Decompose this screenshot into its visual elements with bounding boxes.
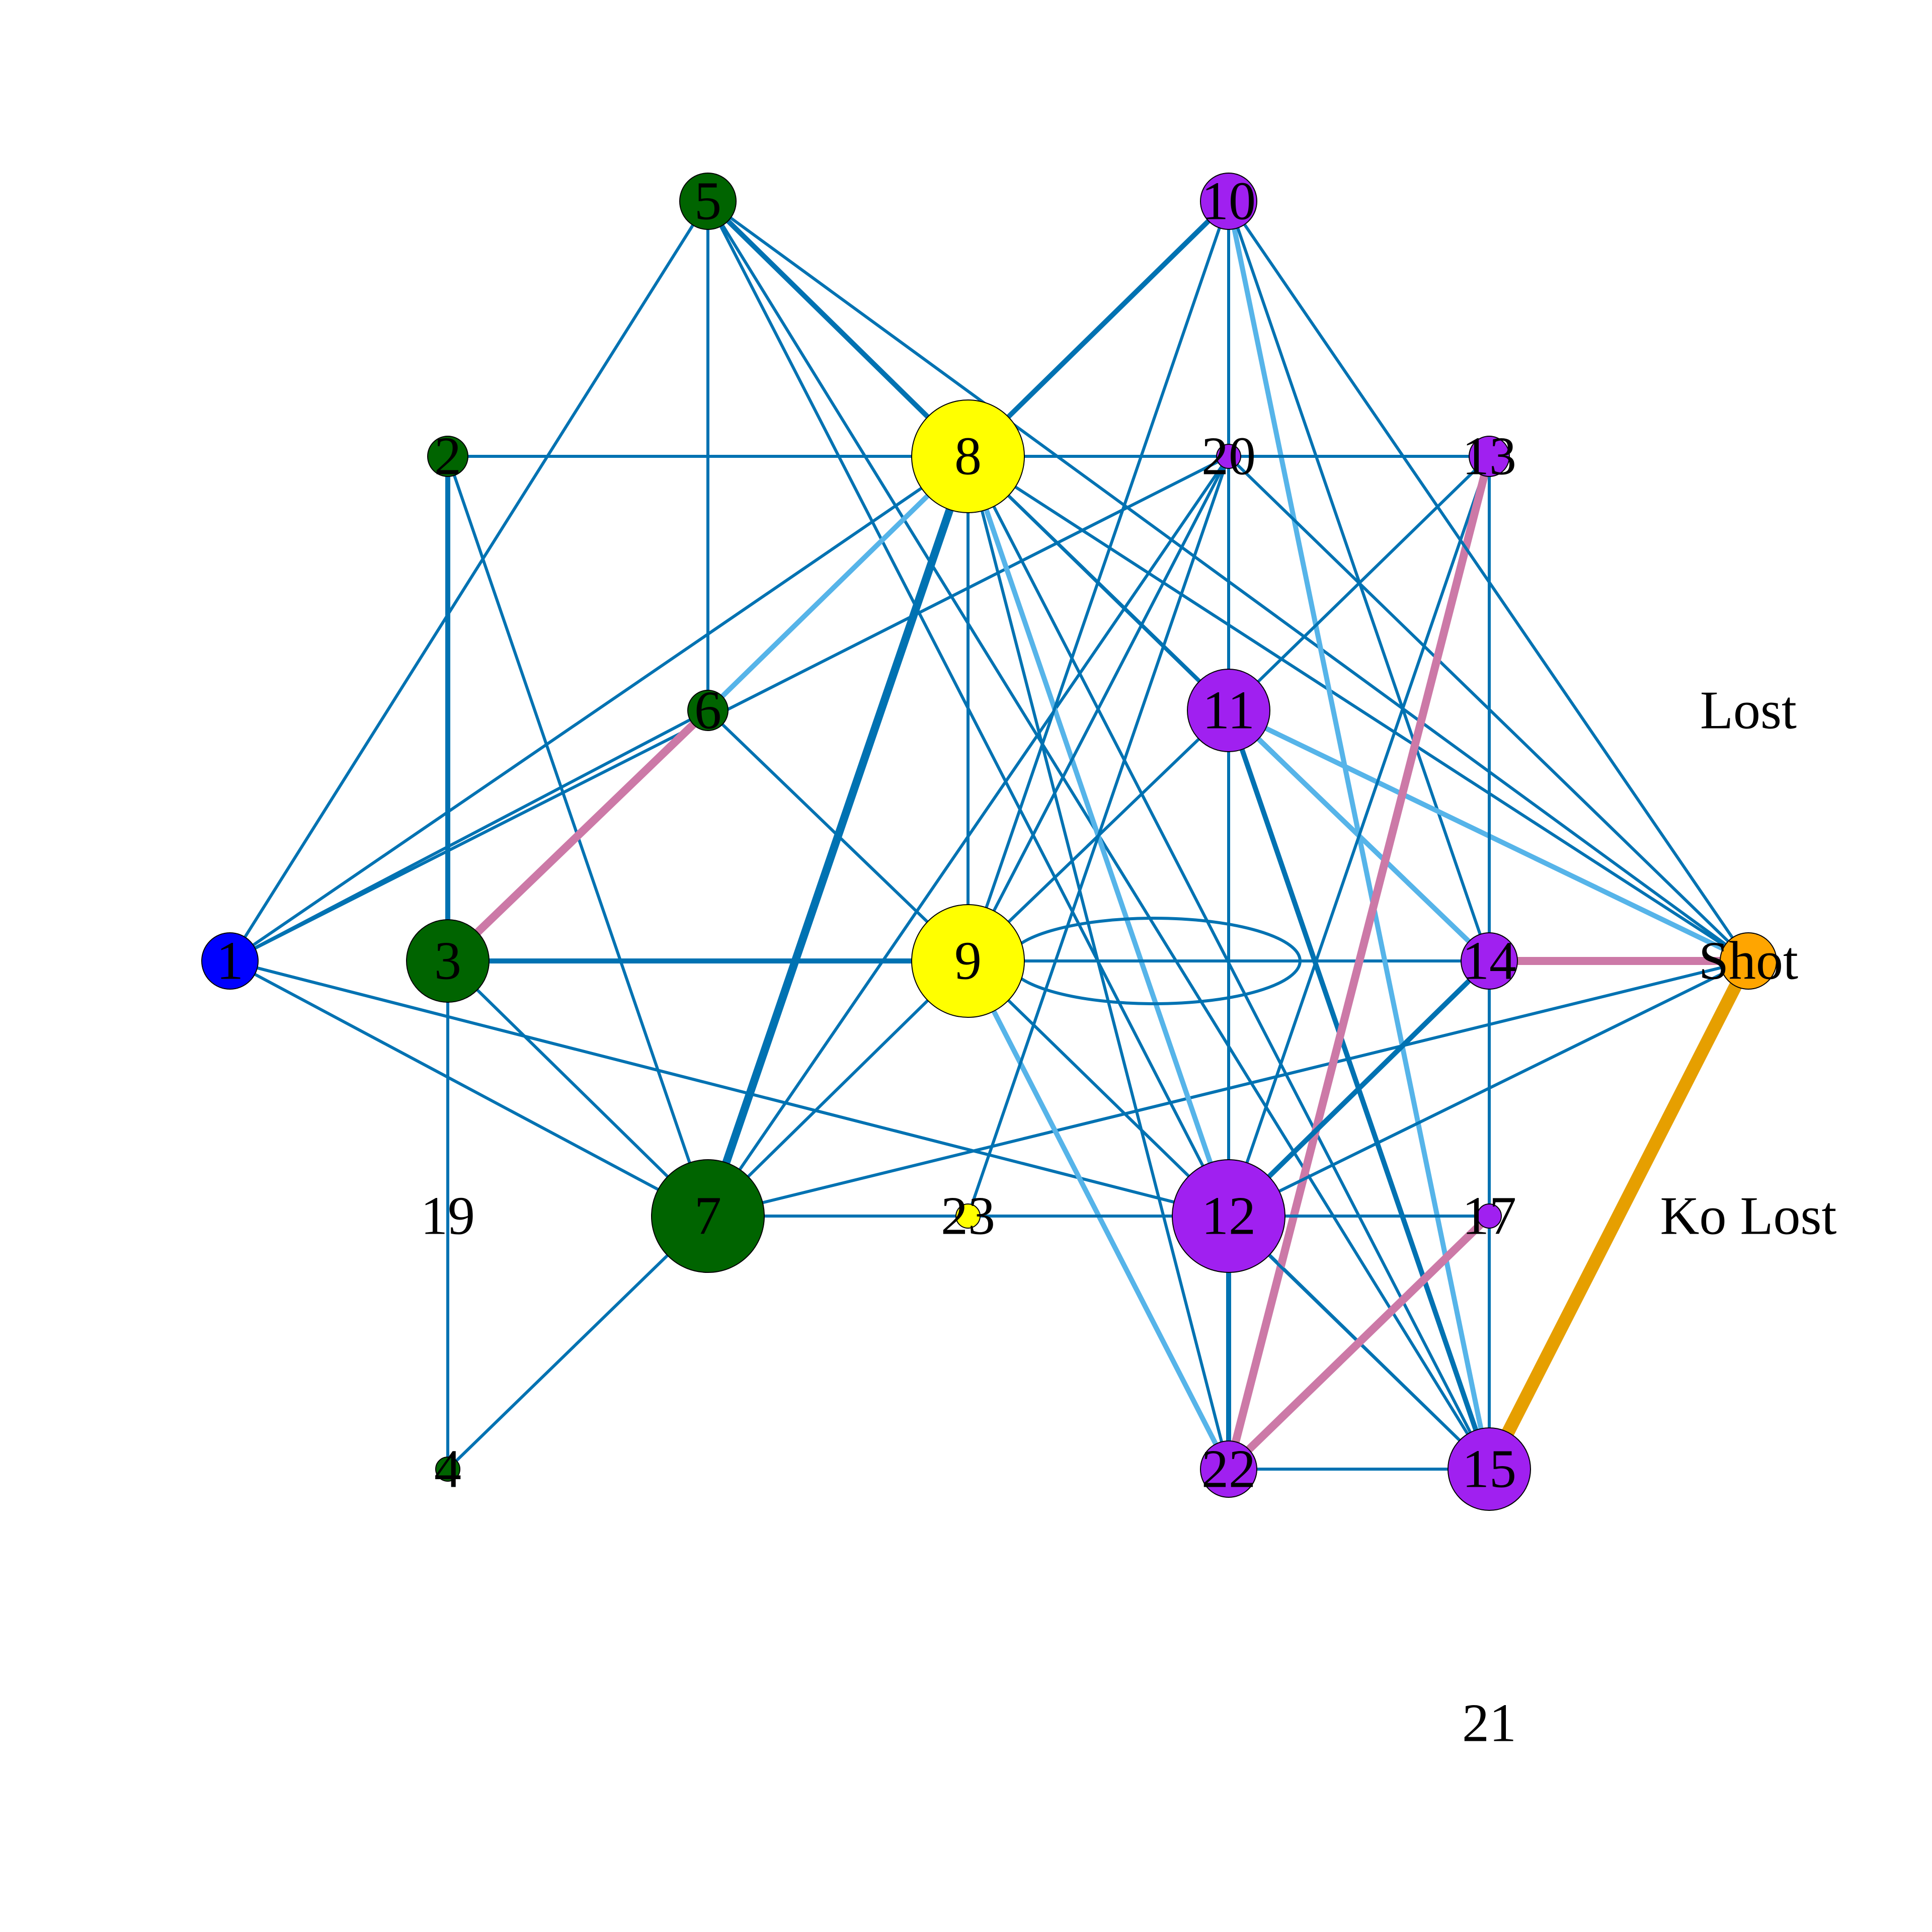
node-11 xyxy=(1187,669,1270,752)
node-label-12: 12 xyxy=(1201,1186,1256,1246)
edge-9-10 xyxy=(967,200,1230,962)
edge-22-17 xyxy=(1225,1212,1493,1473)
node-label-14: 14 xyxy=(1462,931,1516,991)
edge-22-8 xyxy=(967,455,1230,1471)
edge-20-23 xyxy=(967,455,1230,1218)
node-23 xyxy=(955,1203,981,1229)
edge-1-7 xyxy=(228,959,709,1218)
node-4 xyxy=(435,1457,460,1482)
node-label-9: 9 xyxy=(954,931,982,991)
edge-5-8 xyxy=(705,199,971,459)
node-label-8: 8 xyxy=(954,427,982,487)
edge-8-Shot xyxy=(967,455,1750,962)
node-label-4: 4 xyxy=(434,1439,461,1499)
node-label-19: 19 xyxy=(421,1186,475,1246)
node-13 xyxy=(1469,436,1510,477)
node-label-15: 15 xyxy=(1462,1439,1516,1499)
node-10 xyxy=(1200,173,1257,230)
node-5 xyxy=(679,173,737,230)
edge-1-8 xyxy=(228,455,970,962)
node-3 xyxy=(406,919,490,1003)
node-label-5: 5 xyxy=(694,172,721,231)
node-12 xyxy=(1172,1159,1285,1273)
edge-1-5 xyxy=(228,200,709,962)
node-label-22: 22 xyxy=(1201,1439,1256,1499)
edge-7-9 xyxy=(706,959,970,1218)
node-label-1: 1 xyxy=(216,931,244,991)
node-14 xyxy=(1461,932,1518,990)
node-17 xyxy=(1477,1203,1502,1229)
edge-13-22 xyxy=(1225,452,1493,1473)
edge-8-10 xyxy=(965,199,1231,459)
nodes-layer xyxy=(201,173,1777,1511)
edge-13-12 xyxy=(1227,455,1491,1218)
node-7 xyxy=(651,1159,765,1273)
node-label-17: 17 xyxy=(1462,1186,1516,1246)
node-label-shot: Shot xyxy=(1699,931,1798,991)
node-label-11: 11 xyxy=(1202,681,1255,741)
node-22 xyxy=(1200,1440,1257,1498)
edge-7-4 xyxy=(446,1215,709,1471)
node-label-10: 10 xyxy=(1201,172,1256,231)
labels-layer: 123456789101112131415171920212223LostSho… xyxy=(216,172,1837,1753)
edge-14-12 xyxy=(1226,958,1492,1219)
node-label-2: 2 xyxy=(434,427,461,487)
edge-1-20 xyxy=(228,455,1230,962)
edge-7-8 xyxy=(704,452,972,1220)
node-label-21: 21 xyxy=(1462,1694,1516,1753)
edge-15-Shot xyxy=(1483,954,1755,1476)
node-label-7: 7 xyxy=(694,1186,721,1246)
node-label-3: 3 xyxy=(434,931,461,991)
edge-6-8 xyxy=(705,454,971,713)
node-9 xyxy=(911,904,1025,1018)
edge-11-13 xyxy=(1227,455,1491,712)
node-label-13: 13 xyxy=(1462,427,1516,487)
node-label-20: 20 xyxy=(1201,427,1256,487)
edges-layer xyxy=(228,199,1755,1476)
node-15 xyxy=(1447,1427,1531,1511)
node-label-kolost: Ko Lost xyxy=(1660,1186,1837,1246)
edge-Shot-10 xyxy=(1227,200,1750,962)
edge-3-6 xyxy=(444,706,712,965)
node-8 xyxy=(911,399,1025,513)
edge-9-20 xyxy=(967,455,1230,962)
edge-1-12 xyxy=(228,959,1230,1218)
node-1 xyxy=(201,932,259,990)
edge-3-7 xyxy=(446,959,709,1218)
node-shot xyxy=(1720,932,1777,990)
node-label-6: 6 xyxy=(694,681,721,741)
node-20 xyxy=(1216,444,1241,469)
node-label-23: 23 xyxy=(941,1186,995,1246)
node-2 xyxy=(427,436,468,477)
node-label-lost: Lost xyxy=(1700,681,1797,741)
node-6 xyxy=(687,690,729,731)
